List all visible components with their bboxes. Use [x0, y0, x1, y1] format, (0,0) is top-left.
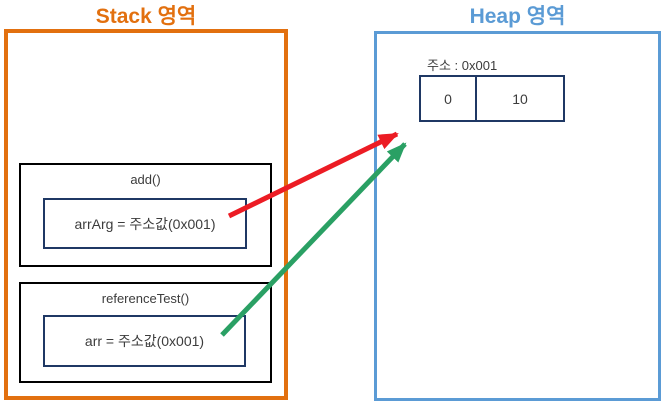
- heap-address-label: 주소 : 0x001: [427, 58, 498, 73]
- frame-name-add: add(): [130, 172, 161, 187]
- stack-region-title: Stack 영역: [95, 5, 197, 28]
- stack-frame-add: add() arrArg = 주소값(0x001): [19, 163, 272, 267]
- stack-frame-referenceTest: referenceTest() arr = 주소값(0x001): [19, 282, 272, 383]
- variable-text-arr: arr = 주소값(0x001): [84, 333, 205, 349]
- heap-array-object: 0 10: [419, 75, 565, 122]
- variable-box-arrArg: arrArg = 주소값(0x001): [43, 198, 247, 249]
- frame-name-referenceTest: referenceTest(): [101, 291, 190, 306]
- array-cell-1: 10: [512, 90, 528, 107]
- variable-text-arrArg: arrArg = 주소값(0x001): [74, 215, 216, 232]
- array-cell-0: 0: [421, 77, 477, 120]
- heap-region-title: Heap 영역: [469, 5, 566, 28]
- stack-region: add() arrArg = 주소값(0x001) referenceTest(…: [4, 29, 288, 400]
- heap-region: 주소 : 0x001 0 10: [374, 31, 661, 401]
- variable-box-arr: arr = 주소값(0x001): [43, 315, 246, 367]
